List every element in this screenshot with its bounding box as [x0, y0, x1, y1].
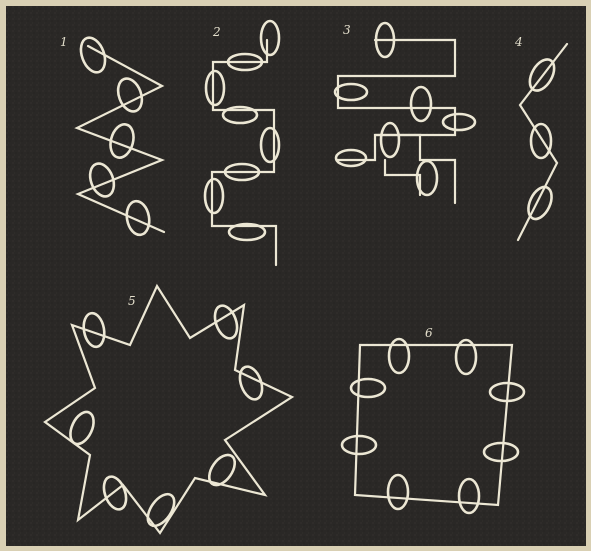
- blackboard-background: [6, 6, 586, 546]
- panel-label-3: 3: [343, 23, 351, 37]
- panel-label-2: 2: [212, 25, 221, 39]
- panel-label-1: 1: [60, 35, 68, 49]
- panel-label-6: 6: [425, 326, 433, 340]
- panel-label-4: 4: [514, 35, 523, 49]
- panel-label-5: 5: [128, 294, 136, 308]
